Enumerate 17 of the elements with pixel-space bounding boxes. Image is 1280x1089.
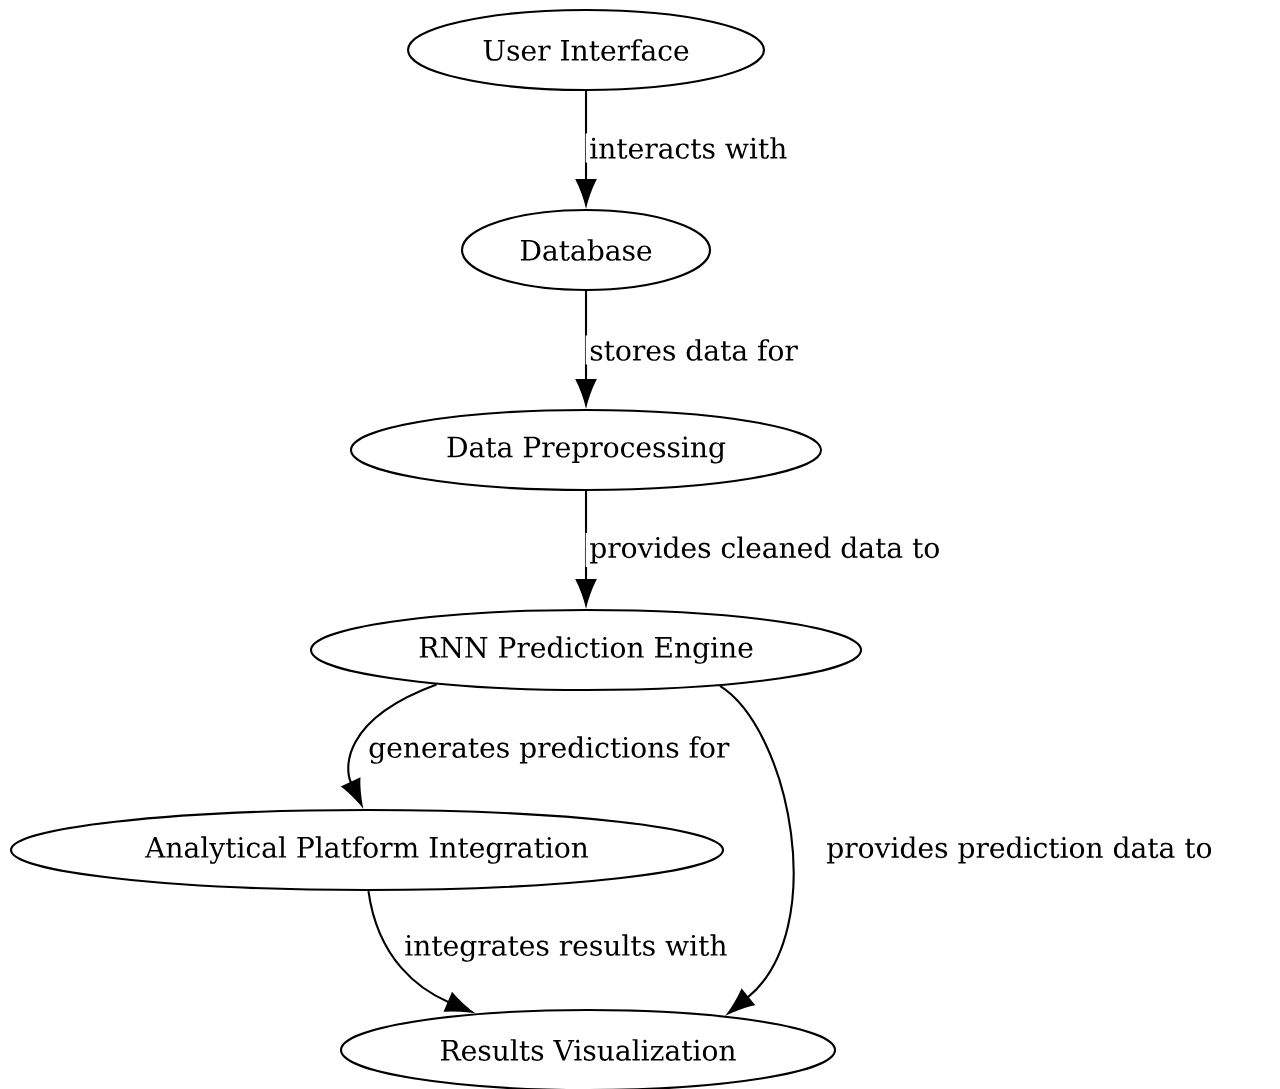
edge-label: provides prediction data to	[822, 832, 1217, 868]
arrow	[575, 91, 597, 206]
edge-label: integrates results with	[400, 930, 732, 966]
arrow	[719, 685, 795, 1015]
arrow	[575, 291, 597, 406]
edge-label: interacts with	[585, 133, 791, 163]
arrow	[575, 491, 597, 606]
ellipse-node: Analytical Platform Integration	[9, 808, 725, 892]
edge-label: generates predictions for	[364, 732, 733, 768]
ellipse-node: RNN Prediction Engine	[309, 608, 863, 692]
ellipse-node: Database	[460, 208, 712, 292]
ellipse-node: User Interface	[406, 8, 766, 92]
edge-label: stores data for	[585, 335, 802, 365]
ellipse-node: Data Preprocessing	[349, 408, 823, 492]
arrow	[367, 890, 473, 1013]
arrow	[341, 683, 437, 806]
edge-label: provides cleaned data to	[585, 532, 944, 568]
